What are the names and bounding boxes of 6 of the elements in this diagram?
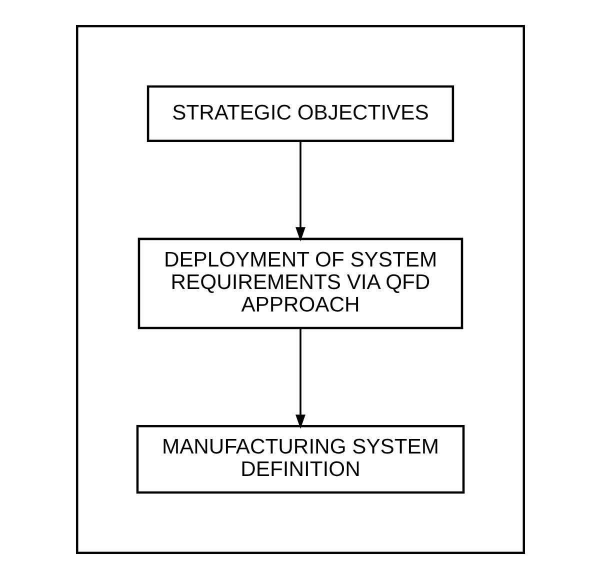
- node-box: STRATEGIC OBJECTIVES: [146, 85, 454, 142]
- arrow: [296, 141, 306, 242]
- node-box: DEPLOYMENT OF SYSTEM REQUIREMENTS VIA QFD APPROACH: [138, 238, 464, 330]
- arrow: [296, 328, 306, 429]
- node-box: MANUFACTURING SYSTEM DEFINITION: [136, 424, 465, 494]
- cluster: [76, 24, 526, 554]
